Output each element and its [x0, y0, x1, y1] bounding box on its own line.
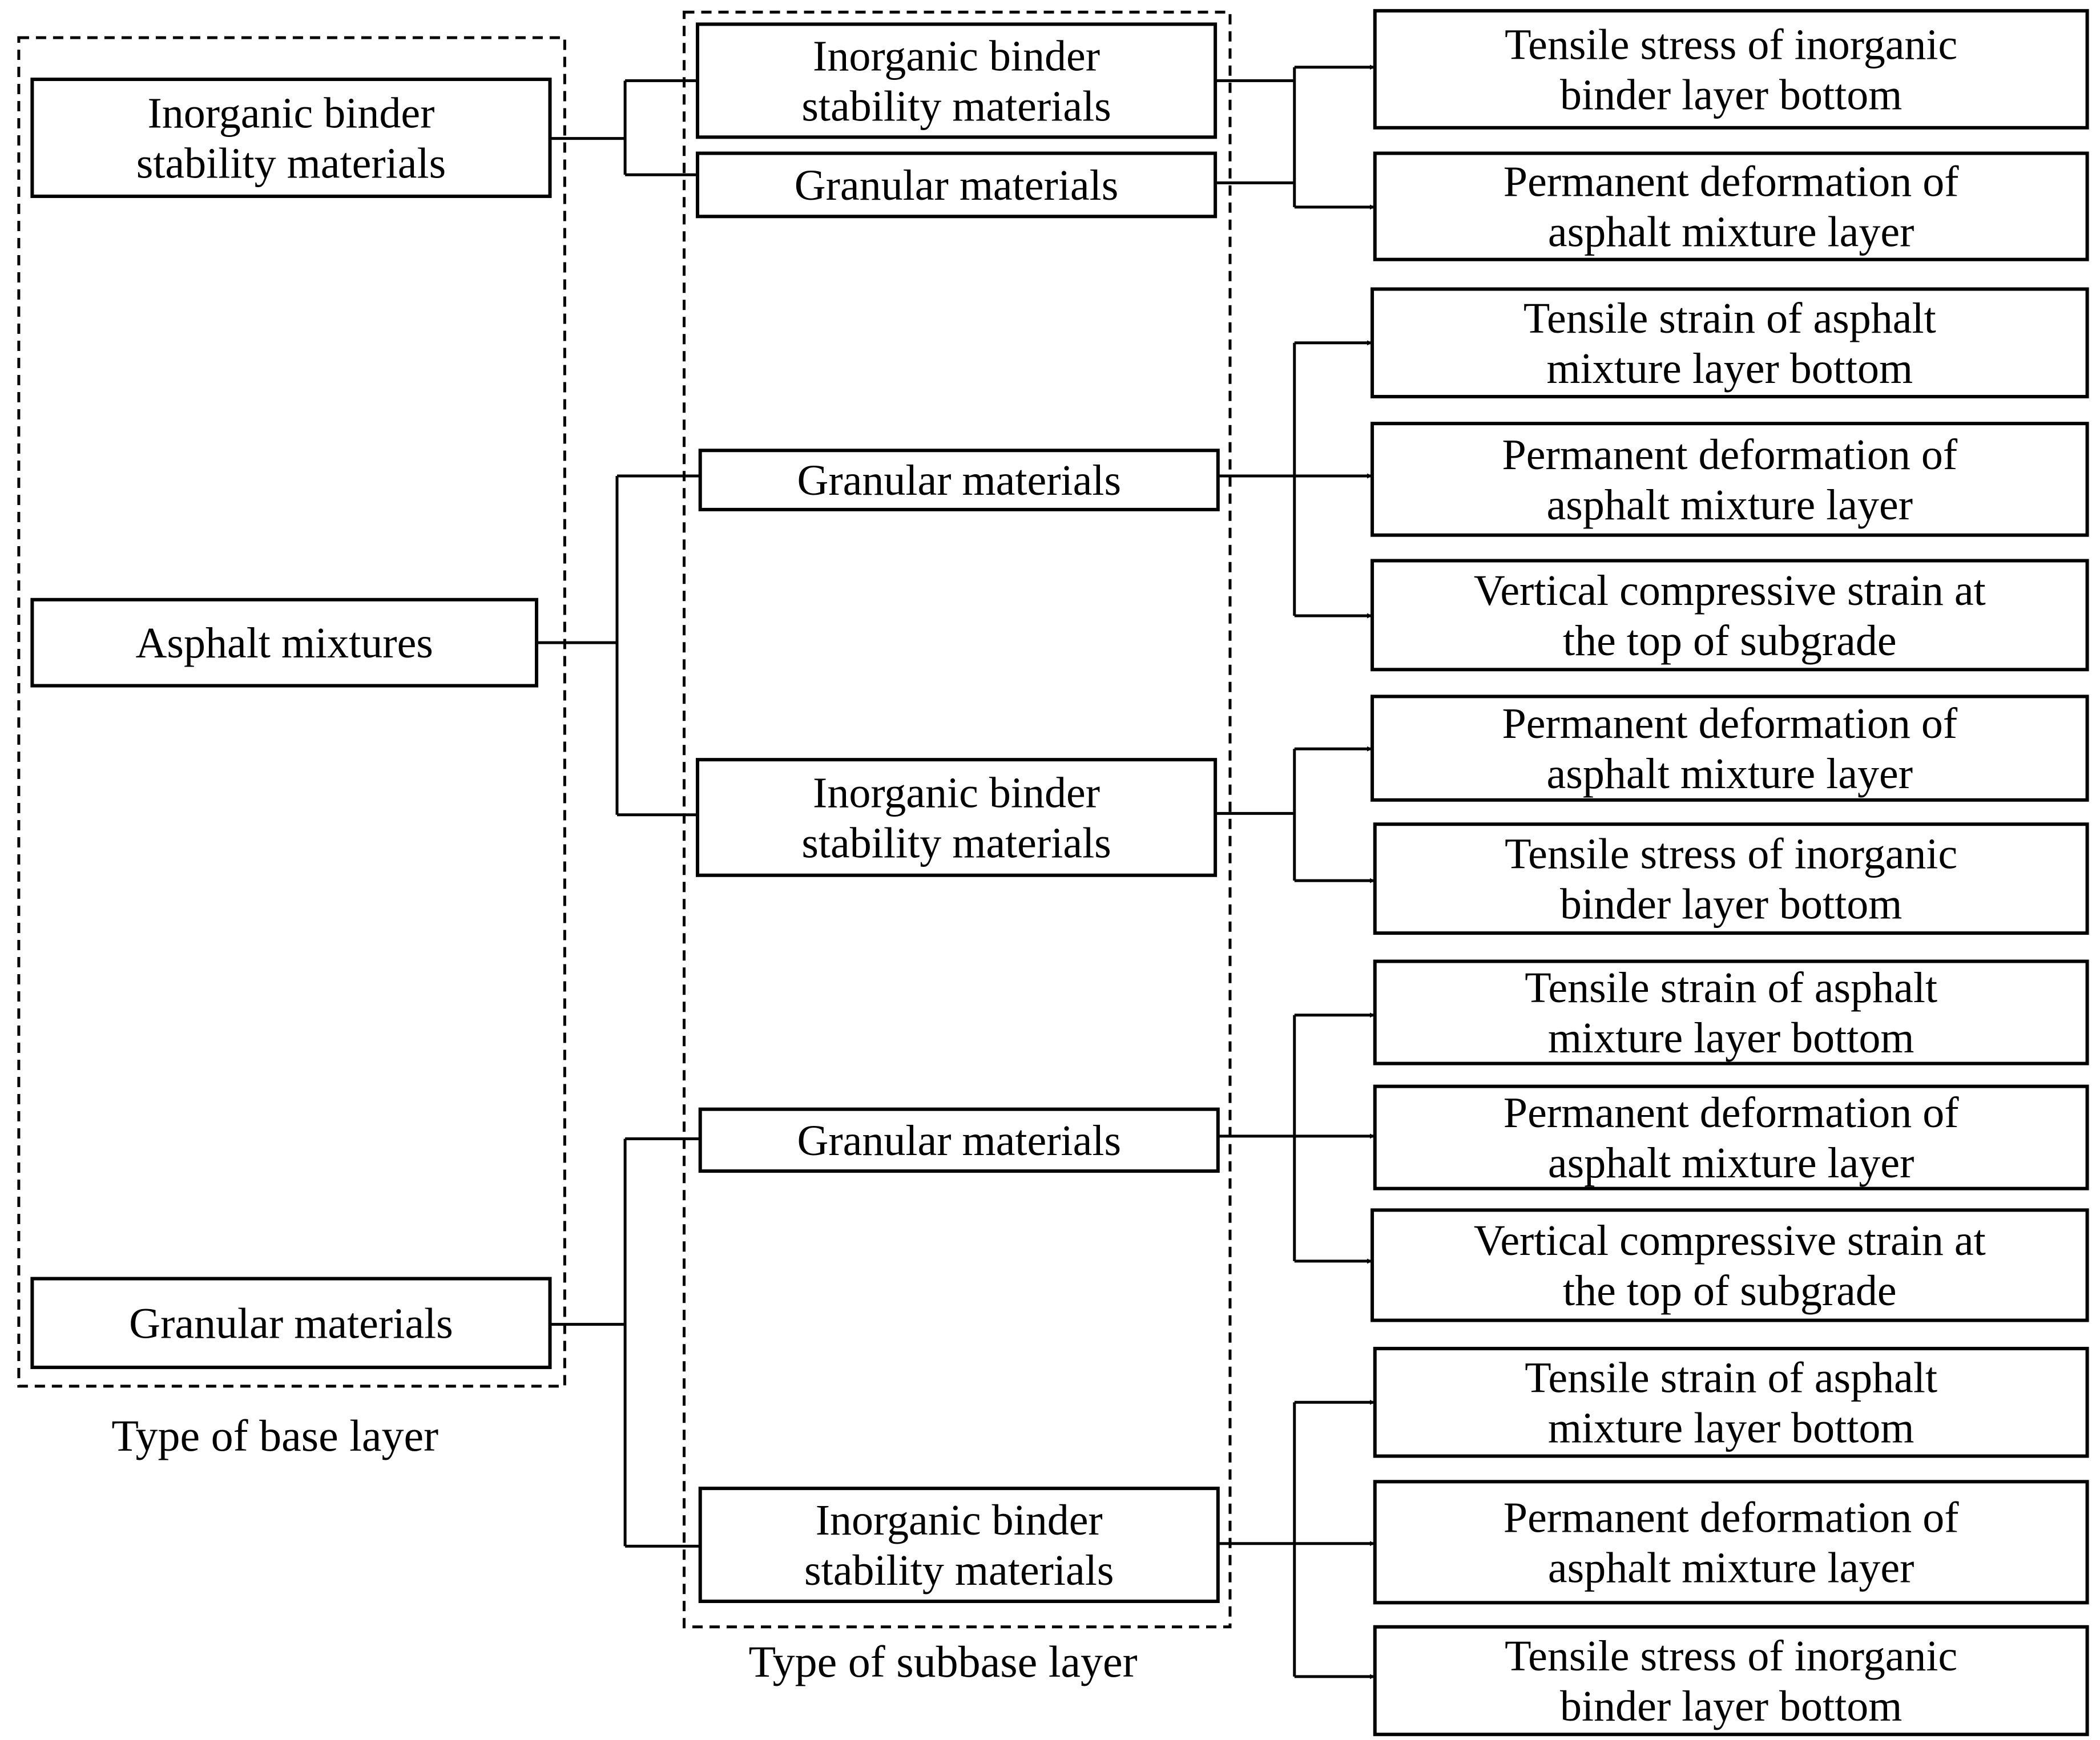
indicator-node-box — [1371, 287, 2089, 399]
subbase-layer-node-label-line: stability materials — [801, 819, 1111, 867]
indicator-node-label-line: Permanent deformation of — [1502, 431, 1957, 479]
subbase-layer-node-label-line: Inorganic binder — [813, 769, 1100, 817]
indicator-node-box — [1373, 959, 2089, 1065]
indicator-node-label-line: Tensile strain of asphalt — [1523, 294, 1936, 342]
indicator-node-label-line: mixture layer bottom — [1548, 1014, 1914, 1062]
subbase-layer-node-label-line: stability materials — [801, 82, 1111, 130]
indicator-node-label-line: asphalt mixture layer — [1548, 1544, 1914, 1592]
subbase-layer-node-label-line: Inorganic binder — [813, 32, 1100, 80]
indicator-node-label-line: Tensile stress of inorganic — [1505, 21, 1957, 68]
indicator-node-box — [1371, 559, 2089, 672]
indicator-node-label-line: Permanent deformation of — [1504, 1089, 1959, 1137]
indicator-node-box — [1373, 1084, 2089, 1190]
indicator-node-label-line: asphalt mixture layer — [1547, 750, 1913, 798]
subbase-layer-caption: Type of subbase layer — [748, 1637, 1137, 1686]
indicator-node-label-line: mixture layer bottom — [1548, 1404, 1914, 1452]
indicator-node-box — [1373, 1480, 2089, 1605]
subbase-layer-node-box — [696, 22, 1218, 139]
subbase-layer-node-5: Granular materials — [698, 1107, 1220, 1173]
indicator-node-label-line: binder layer bottom — [1560, 881, 1902, 928]
base-layer-caption: Type of base layer — [111, 1411, 438, 1460]
indicator-node-label-line: Tensile stress of inorganic — [1505, 830, 1957, 878]
indicator-node-label-line: binder layer bottom — [1560, 71, 1902, 119]
base-layer-node-2: Asphalt mixtures — [30, 598, 538, 688]
indicator-node-box — [1371, 422, 2089, 537]
indicator-node-box — [1373, 1625, 2089, 1737]
subbase-layer-group-outline — [683, 10, 1232, 1629]
indicator-node-label-line: Vertical compressive strain at — [1474, 567, 1986, 615]
subbase-layer-node-box — [698, 1487, 1220, 1603]
indicator-node-label-line: Tensile stress of inorganic — [1505, 1632, 1957, 1680]
indicator-node-box — [1371, 1208, 2089, 1322]
indicator-node-label-line: Vertical compressive strain at — [1474, 1217, 1986, 1265]
indicator-node-label-line: Permanent deformation of — [1502, 700, 1957, 748]
base-layer-node-box — [30, 78, 552, 198]
indicator-node-label-line: Permanent deformation of — [1504, 1493, 1959, 1541]
indicator-node-label-line: mixture layer bottom — [1547, 345, 1913, 393]
subbase-layer-node-box — [696, 151, 1218, 219]
indicator-node-label-line: asphalt mixture layer — [1548, 208, 1914, 256]
subbase-layer-node-3: Granular materials — [698, 449, 1220, 511]
indicator-node-label-line: asphalt mixture layer — [1547, 481, 1913, 529]
indicator-node-box — [1371, 695, 2089, 802]
base-layer-group-outline — [17, 36, 566, 1388]
subbase-layer-node-label-line: Granular materials — [795, 162, 1119, 209]
subbase-layer-node-box — [698, 1107, 1220, 1173]
indicator-node-box — [1373, 151, 2089, 261]
subbase-layer-node-label-line: Granular materials — [797, 1117, 1121, 1165]
base-layer-node-label-line: stability materials — [136, 139, 446, 187]
indicator-node-box — [1373, 1347, 2089, 1458]
indicator-node-label-line: asphalt mixture layer — [1548, 1139, 1914, 1187]
indicator-node-label-line: Tensile strain of asphalt — [1525, 964, 1937, 1012]
indicator-node-label-line: Tensile strain of asphalt — [1525, 1354, 1937, 1402]
subbase-layer-node-box — [696, 758, 1218, 877]
base-layer-node-box — [30, 598, 538, 688]
indicator-node-label-line: Permanent deformation of — [1504, 158, 1959, 206]
subbase-layer-node-2: Granular materials — [696, 151, 1218, 219]
base-layer-node-box — [30, 1277, 552, 1370]
indicator-node-label-line: binder layer bottom — [1560, 1682, 1902, 1730]
indicator-node-box — [1373, 822, 2089, 935]
subbase-layer-node-label-line: Granular materials — [797, 457, 1121, 504]
subbase-layer-node-box — [698, 449, 1220, 511]
indicator-node-box — [1373, 9, 2089, 130]
base-layer-node-3: Granular materials — [30, 1277, 552, 1370]
indicator-node-label-line: the top of subgrade — [1563, 1267, 1897, 1315]
base-layer-node-label-line: Asphalt mixtures — [136, 619, 433, 667]
indicator-node-label-line: the top of subgrade — [1563, 617, 1897, 665]
base-layer-node-label-line: Granular materials — [129, 1299, 453, 1347]
base-layer-node-label-line: Inorganic binder — [147, 89, 434, 137]
subbase-layer-node-label-line: stability materials — [804, 1547, 1114, 1594]
subbase-layer-node-label-line: Inorganic binder — [816, 1496, 1103, 1544]
